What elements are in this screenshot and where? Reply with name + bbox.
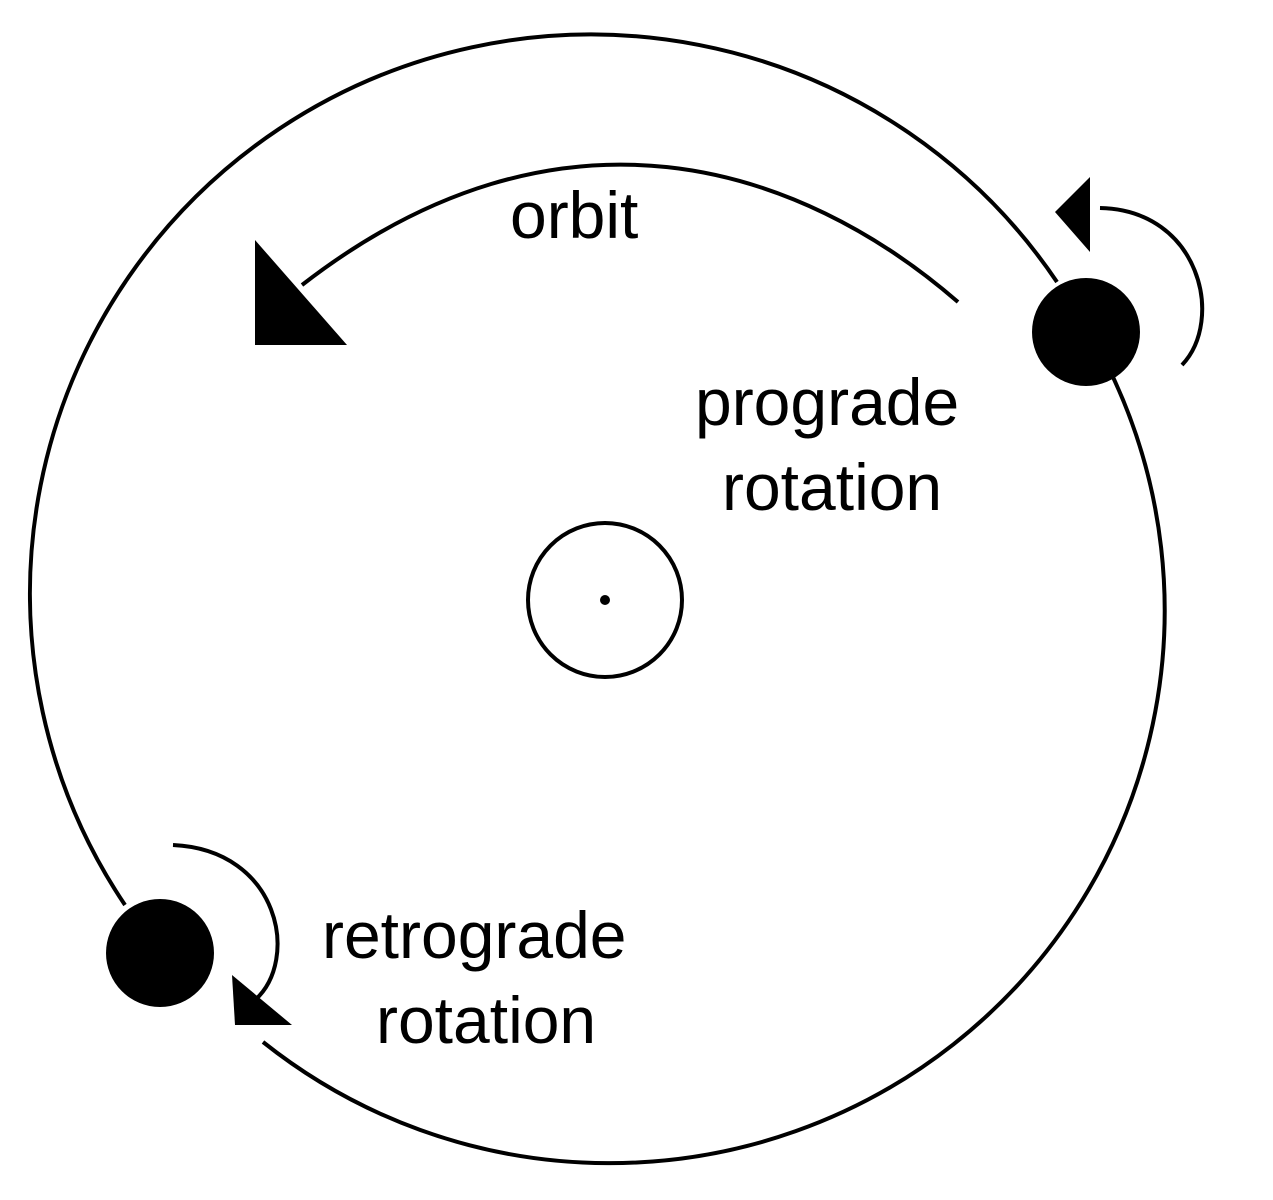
prograde-rotation-arrow [1099,206,1205,367]
prograde-moon [1032,278,1140,386]
prograde-label-line1: prograde [695,365,959,439]
orbit-arrow-arc [300,162,960,304]
retrograde-label-line2: rotation [376,983,596,1057]
orbit-label: orbit [510,178,638,252]
retrograde-rotation-arrow [172,843,280,1002]
orbit-arrowhead-icon [255,240,347,345]
retrograde-label-line1: retrograde [322,898,627,972]
planet-center-dot [600,595,610,605]
retrograde-arrowhead-icon [232,975,292,1025]
retrograde-moon [106,899,214,1007]
prograde-label-line2: rotation [722,450,942,524]
orbit-path-left [261,374,1167,1166]
prograde-arrowhead-icon [1055,177,1090,252]
orbit-path-right [27,32,1059,907]
central-planet [526,521,684,679]
